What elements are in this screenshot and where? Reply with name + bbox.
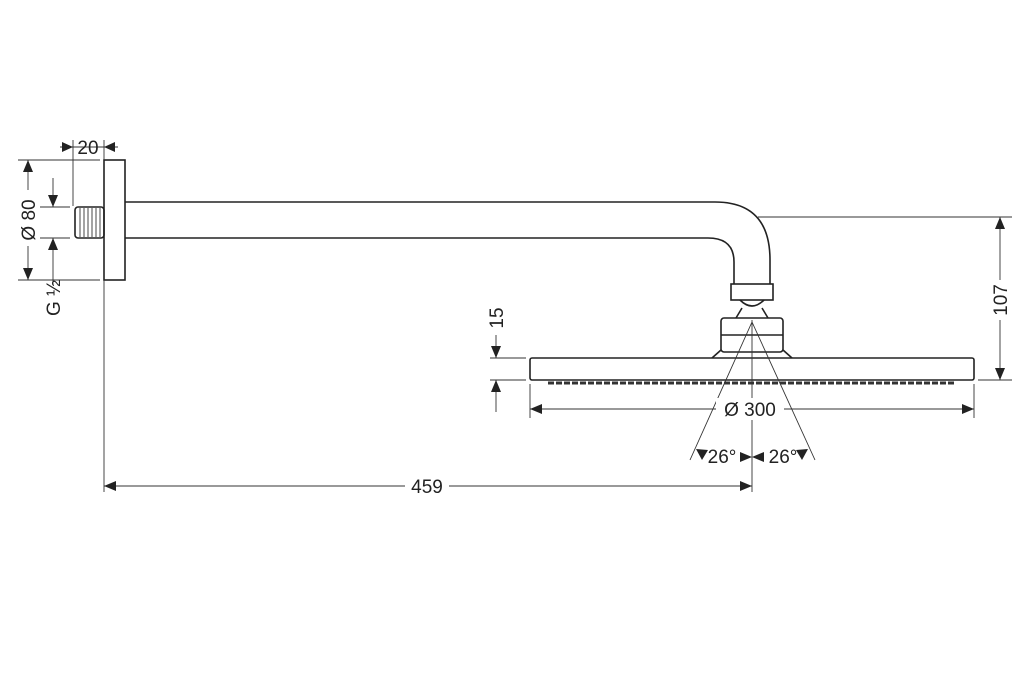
dim-flange-depth-label: 20	[77, 138, 98, 159]
dim-flange-diameter-label: Ø 80	[19, 199, 40, 240]
dimension-thread: G ½	[44, 178, 65, 316]
wall-flange	[74, 159, 126, 281]
dim-plate-diameter-label: Ø 300	[724, 400, 776, 421]
dimension-flange-depth: 20	[60, 138, 118, 159]
dimension-height-drop: 107	[990, 217, 1012, 380]
dimension-plate-thickness: 15	[487, 307, 508, 412]
dim-height-drop-label: 107	[991, 284, 1012, 316]
dim-thread-label: G ½	[44, 280, 65, 316]
dimension-spray-angles: 26° 26°	[696, 447, 808, 468]
dim-spray-angle-left-label: 26°	[708, 447, 737, 468]
dim-plate-thickness-label: 15	[487, 307, 508, 328]
dim-spray-angle-right-label: 26°	[769, 447, 798, 468]
dimension-arm-projection: 459	[104, 474, 752, 498]
dimension-flange-diameter: Ø 80	[18, 160, 40, 280]
dimension-plate-diameter: Ø 300	[530, 398, 974, 421]
extension-lines	[18, 140, 1012, 492]
dim-arm-projection-label: 459	[411, 477, 443, 498]
shower-arm	[125, 201, 771, 284]
